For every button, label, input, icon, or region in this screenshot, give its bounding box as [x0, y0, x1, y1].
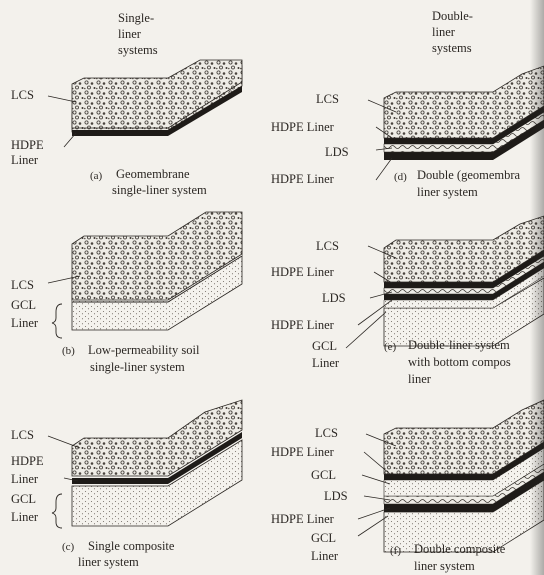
label-f-hdpe1: HDPE Liner: [271, 445, 334, 459]
brace-b-gcl: [51, 303, 63, 339]
header-double-line1: Double-: [432, 9, 473, 23]
letter-f: (f): [390, 545, 401, 557]
panel-d-illustration: [383, 65, 544, 160]
label-f-liner: Liner: [311, 549, 339, 563]
label-e-lcs: LCS: [316, 239, 339, 253]
leader-a-hdpe: [63, 132, 77, 148]
label-f-lds: LDS: [324, 489, 348, 503]
label-b-liner: Liner: [11, 316, 39, 330]
label-d-hdpe2: HDPE Liner: [271, 172, 334, 186]
label-c-liner2: Liner: [11, 510, 39, 524]
label-f-gcl2: GCL: [311, 531, 336, 545]
label-f-gcl1: GCL: [311, 468, 336, 482]
label-f-lcs: LCS: [315, 426, 338, 440]
leader-b-lcs: [47, 275, 81, 284]
leader-f-gcl1: [361, 474, 391, 485]
label-e-gcl: GCL: [312, 339, 337, 353]
caption-d-line2: liner system: [417, 185, 478, 199]
label-b-lcs: LCS: [11, 278, 34, 292]
letter-d: (d): [394, 171, 407, 183]
label-a-hdpe: HDPE: [11, 138, 44, 152]
caption-b-line1: Low-permeability soil: [88, 343, 200, 357]
label-d-hdpe1: HDPE Liner: [271, 120, 334, 134]
caption-f-line2: liner system: [414, 559, 475, 573]
label-e-hdpe1: HDPE Liner: [271, 265, 334, 279]
leader-d-lcs: [367, 99, 397, 113]
label-a-liner: Liner: [11, 153, 39, 167]
caption-b: Low-permeability soil single-liner syste…: [88, 342, 199, 376]
letter-a: (a): [90, 170, 103, 182]
caption-e-line1: Double-liner system: [408, 338, 510, 352]
letter-e: (e): [384, 341, 397, 353]
caption-f: Double composite liner system: [414, 541, 505, 575]
label-c-liner1: Liner: [11, 472, 39, 486]
caption-e-line3: liner: [408, 372, 431, 386]
caption-c-line1: Single composite: [88, 539, 175, 553]
leader-c-hdpe: [63, 477, 79, 482]
label-c-lcs: LCS: [11, 428, 34, 442]
caption-a-line1: Geomembrane: [116, 167, 190, 181]
leader-a-lcs: [47, 95, 77, 103]
caption-a-line2: single-liner system: [112, 183, 207, 197]
header-single-line3: systems: [118, 43, 158, 57]
leader-f-lds: [363, 495, 391, 501]
header-single-liner: Single- liner systems: [118, 10, 158, 58]
label-f-hdpe2: HDPE Liner: [271, 512, 334, 526]
caption-a: Geomembrane single-liner system: [112, 166, 207, 198]
leader-d-hdpe2: [375, 157, 393, 181]
leader-d-hdpe1: [375, 126, 393, 139]
leader-f-hdpe2: [357, 507, 391, 520]
caption-e-line2: with bottom compos: [408, 355, 511, 369]
caption-d: Double (geomembra liner system: [417, 167, 520, 201]
caption-c-line2: liner system: [78, 555, 139, 569]
header-double-line2: liner: [432, 25, 455, 39]
label-a-lcs: LCS: [11, 88, 34, 102]
caption-c: Single composite liner system: [78, 538, 175, 570]
caption-e: Double-liner system with bottom compos l…: [408, 337, 511, 388]
leader-e-hdpe1: [373, 271, 393, 284]
leader-d-lds: [375, 147, 393, 151]
header-double-line3: systems: [432, 41, 472, 55]
brace-c-gcl: [51, 493, 63, 529]
leader-c-lcs: [47, 435, 81, 449]
label-c-hdpe: HDPE: [11, 454, 44, 468]
header-single-line2: liner: [118, 27, 141, 41]
letter-c: (c): [62, 541, 75, 553]
panel-e-illustration: [383, 215, 544, 347]
header-single-line1: Single-: [118, 11, 155, 25]
label-d-lcs: LCS: [316, 92, 339, 106]
leader-f-gcl2: [357, 515, 389, 537]
leader-e-gcl: [345, 311, 387, 349]
label-e-hdpe2: HDPE Liner: [271, 318, 334, 332]
panel-f-illustration: [383, 399, 544, 553]
label-d-lds: LDS: [325, 145, 349, 159]
header-double-liner: Double- liner systems: [432, 8, 473, 56]
caption-d-line1: Double (geomembra: [417, 168, 521, 182]
caption-b-line2: single-liner system: [90, 360, 185, 374]
leader-e-hdpe2: [357, 299, 393, 326]
leader-e-lds: [369, 291, 393, 299]
letter-b: (b): [62, 345, 75, 357]
label-e-lds: LDS: [322, 291, 346, 305]
leader-f-lcs: [365, 433, 397, 447]
leader-f-hdpe1: [363, 451, 391, 475]
leader-e-lcs: [367, 245, 397, 259]
panel-a-illustration: [71, 59, 243, 136]
panel-b-illustration: [71, 211, 243, 331]
label-b-gcl: GCL: [11, 298, 36, 312]
caption-f-line1: Double composite: [414, 542, 506, 556]
panel-c-illustration: [71, 399, 243, 527]
label-e-liner: Liner: [312, 356, 340, 370]
page-edge-shadow: [530, 0, 544, 575]
label-c-gcl: GCL: [11, 492, 36, 506]
